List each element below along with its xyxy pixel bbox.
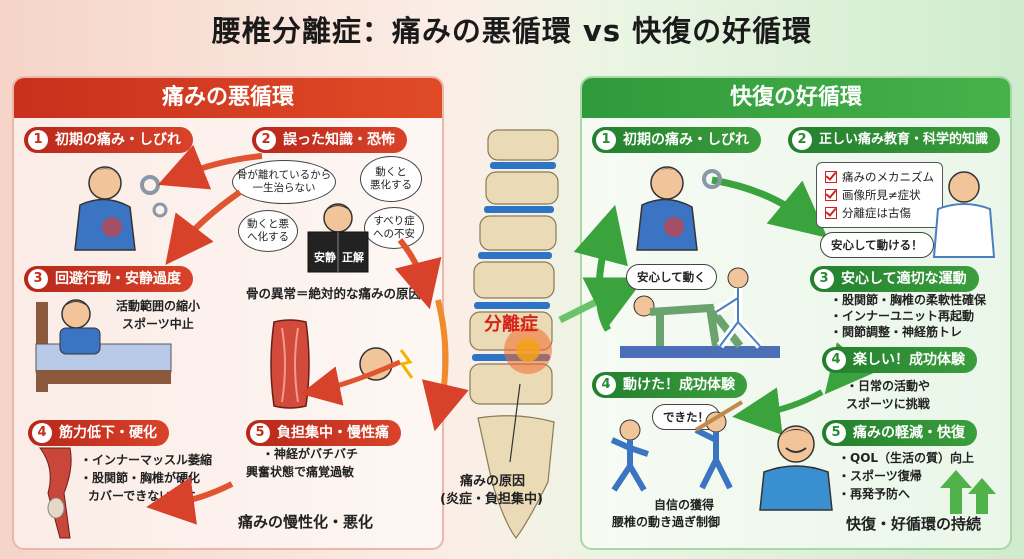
left-caption-3-a: 活動範囲の縮小 [116,299,201,313]
page-title: 腰椎分離症：痛みの悪循環 vs 快復の好循環 [211,14,813,48]
left-caption-4-a: ・インナーマッスル萎縮 [80,453,213,467]
right-caption-3-b: ・インナーユニット再起動 [830,309,975,323]
worry-bubble-3: 動くと悪 へ化する [238,210,298,252]
left-footer: 痛みの慢性化・悪化 [238,513,374,531]
right-caption-3-a: ・股関節・胸椎の柔軟性確保 [830,293,987,307]
worry-bubble-4: すべり症 への不安 [364,207,424,249]
right-caption-4b-b: 腰椎の動き過ぎ制御 [612,515,721,529]
right-step-2: 2 正しい痛み教育・科学的知識 [788,127,1001,153]
check-icon [825,207,837,219]
left-step-2: 2 誤った知識・恐怖 [252,127,407,153]
right-step-4-moved: 4 動けた！成功体験 [592,372,747,398]
worry-bubble-1: 骨が離れているから 一生治らない [232,160,336,204]
left-step-4: 4 筋力低下・硬化 [28,420,169,446]
right-caption-5-a: ・QOL（生活の質）向上 [838,451,975,465]
right-caption-3-c: ・関節調整・神経筋トレ [830,325,963,339]
left-caption-3-b: スポーツ中止 [122,317,194,331]
right-step-1: 1 初期の痛み・しびれ [592,127,761,153]
happy-person-icon [759,425,833,511]
checklist-item: 画像所見≠症状 [825,186,934,204]
right-footer: 快復・好循環の持続 [846,515,982,533]
worry-bubble-2: 動くと 悪化する [360,156,422,202]
left-step-3: 3 回避行動・安静過度 [24,266,193,292]
center-lesion-label: 分離症 [484,314,538,335]
virtuous-cycle-header: 快復の好循環 [582,78,1010,118]
vicious-cycle-panel: 痛みの悪循環 [12,76,444,550]
person-in-pain-icon [74,166,168,251]
education-checklist: 痛みのメカニズム 画像所見≠症状 分離症は古傷 [816,162,943,228]
right-caption-5-b: ・スポーツ復帰 [838,469,922,483]
vicious-cycle-header: 痛みの悪循環 [14,78,442,118]
left-caption-2: 骨の異常＝絶対的な痛みの原因 [246,286,422,301]
left-caption-5-a: ・神経がバチバチ [262,447,359,461]
right-step-3: 3 安心して適切な運動 [810,266,979,292]
inflamed-muscle-icon [270,319,310,409]
book-left-label: 安静 [314,251,336,264]
right-step-4-fun: 4 楽しい！成功体験 [822,347,977,373]
move-safely-bubble: 安心して動く [626,264,717,290]
cause-label-b: (炎症・負担集中) [440,492,543,507]
right-caption-4-a: ・日常の活動や [846,379,931,393]
right-caption-4-b: スポーツに挑戦 [846,397,930,411]
therapist-icon [932,171,996,258]
check-icon [825,189,837,201]
nerve-pain-person-icon [359,347,414,381]
spine-illustration [469,129,559,540]
muscle-icon [39,447,72,539]
book-right-label: 正解 [342,251,364,264]
cause-label-a: 痛みの原因 [460,474,526,489]
bed-rest-icon [35,299,172,392]
checklist-item: 痛みのメカニズム [825,168,934,186]
right-caption-4b-a: 自信の獲得 [654,498,715,512]
left-step-5: 5 負担集中・慢性痛 [246,420,401,446]
checklist-item: 分離症は古傷 [825,204,934,222]
up-arrows-icon [940,470,996,514]
exercise-therapy-icon [620,267,780,358]
reading-book-icon [307,203,369,273]
left-caption-5-b: 興奮状態で痛覚過敏 [246,465,355,479]
check-icon [825,171,837,183]
right-caption-5-c: ・再発予防へ [838,487,911,501]
safe-to-move-bubble: 安心して動ける！ [820,232,934,258]
right-step-5: 5 痛みの軽減・快復 [822,420,977,446]
person-in-pain-icon-right [636,166,722,251]
running-kids-icon [610,400,744,492]
